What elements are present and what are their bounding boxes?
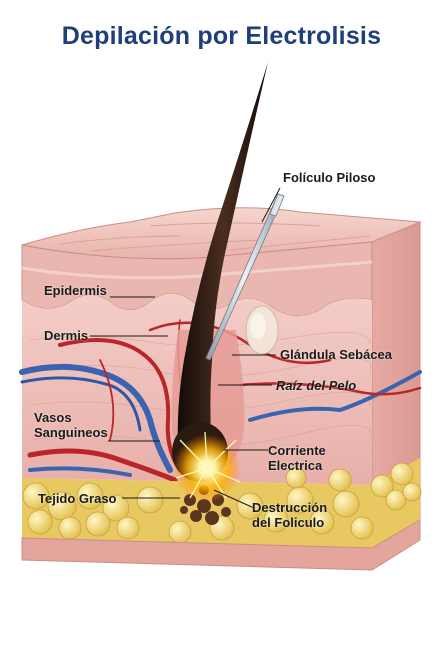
diagram-title: Depilación por Electrolisis	[61, 22, 382, 50]
label-vasos-line2: Sanguineos	[34, 425, 108, 440]
label-destruccion-line1: Destrucción	[252, 500, 328, 515]
label-glandula-sebacea: Glándula Sebácea	[280, 347, 392, 362]
label-raiz-del-pelo: Raíz del Pelo	[276, 378, 357, 393]
label-dermis: Dermis	[44, 328, 89, 343]
label-destruccion-line2: del Foliculo	[252, 515, 325, 530]
label-corriente-line1: Corriente	[268, 443, 326, 458]
blood-vessels	[19, 319, 422, 483]
fat-globules	[22, 462, 422, 544]
spark-rays	[175, 431, 241, 499]
base-layer	[21, 519, 421, 571]
label-vasos-line1: Vasos	[34, 410, 72, 425]
hair-shaft	[177, 62, 268, 472]
label-foliculo-piloso: Folículo Piloso	[283, 170, 376, 185]
label-tejido-graso: Tejido Graso	[38, 491, 117, 506]
label-epidermis: Epidermis	[44, 283, 107, 298]
label-corriente-line2: Electrica	[268, 458, 323, 473]
leader-lines	[90, 187, 281, 509]
